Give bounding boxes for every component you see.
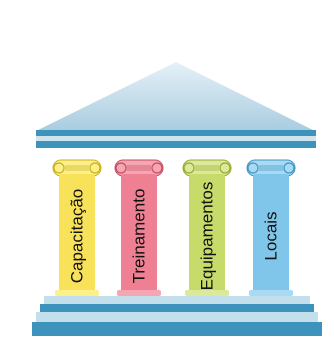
pillar-shaft	[121, 174, 157, 294]
capital-band	[195, 165, 219, 171]
capital-band	[127, 165, 151, 171]
roof-pediment	[38, 62, 313, 130]
pillars-group: Capacitação Treinamento Equipamentos Locais	[52, 159, 296, 296]
capital-scroll-right	[219, 162, 231, 174]
capital-scroll-right	[151, 162, 163, 174]
pillar-shaft	[189, 174, 225, 294]
capital-scroll-left	[183, 162, 195, 174]
pillar-4: Locais	[246, 159, 296, 296]
roof-beam-middle	[36, 136, 316, 141]
capital-scroll-right	[283, 162, 295, 174]
pillar-label: Capacitação	[68, 189, 87, 284]
pillar-foot	[249, 290, 293, 296]
base-step-1	[44, 296, 310, 304]
pillar-foot	[55, 290, 99, 296]
pillar-label: Locais	[262, 211, 281, 260]
capital-scroll-right	[89, 162, 101, 174]
roof-beam-bottom	[36, 141, 316, 148]
pillar-label: Equipamentos	[198, 182, 217, 291]
capital-band	[259, 165, 283, 171]
base-step-2	[40, 304, 314, 312]
pillar-3: Equipamentos	[182, 159, 232, 296]
roof-beam-top	[36, 130, 316, 136]
pillar-label: Treinamento	[130, 189, 149, 284]
base-step-3	[36, 312, 318, 322]
capital-band	[65, 165, 89, 171]
base-step-4	[32, 322, 322, 336]
capital-scroll-left	[115, 162, 127, 174]
pillar-shaft	[59, 174, 95, 294]
pillar-2: Treinamento	[114, 159, 164, 296]
pillar-foot	[117, 290, 161, 296]
capital-scroll-left	[247, 162, 259, 174]
pillar-1: Capacitação	[52, 159, 102, 296]
capital-scroll-left	[53, 162, 65, 174]
pillar-shaft	[253, 174, 289, 294]
pillar-foot	[185, 290, 229, 296]
